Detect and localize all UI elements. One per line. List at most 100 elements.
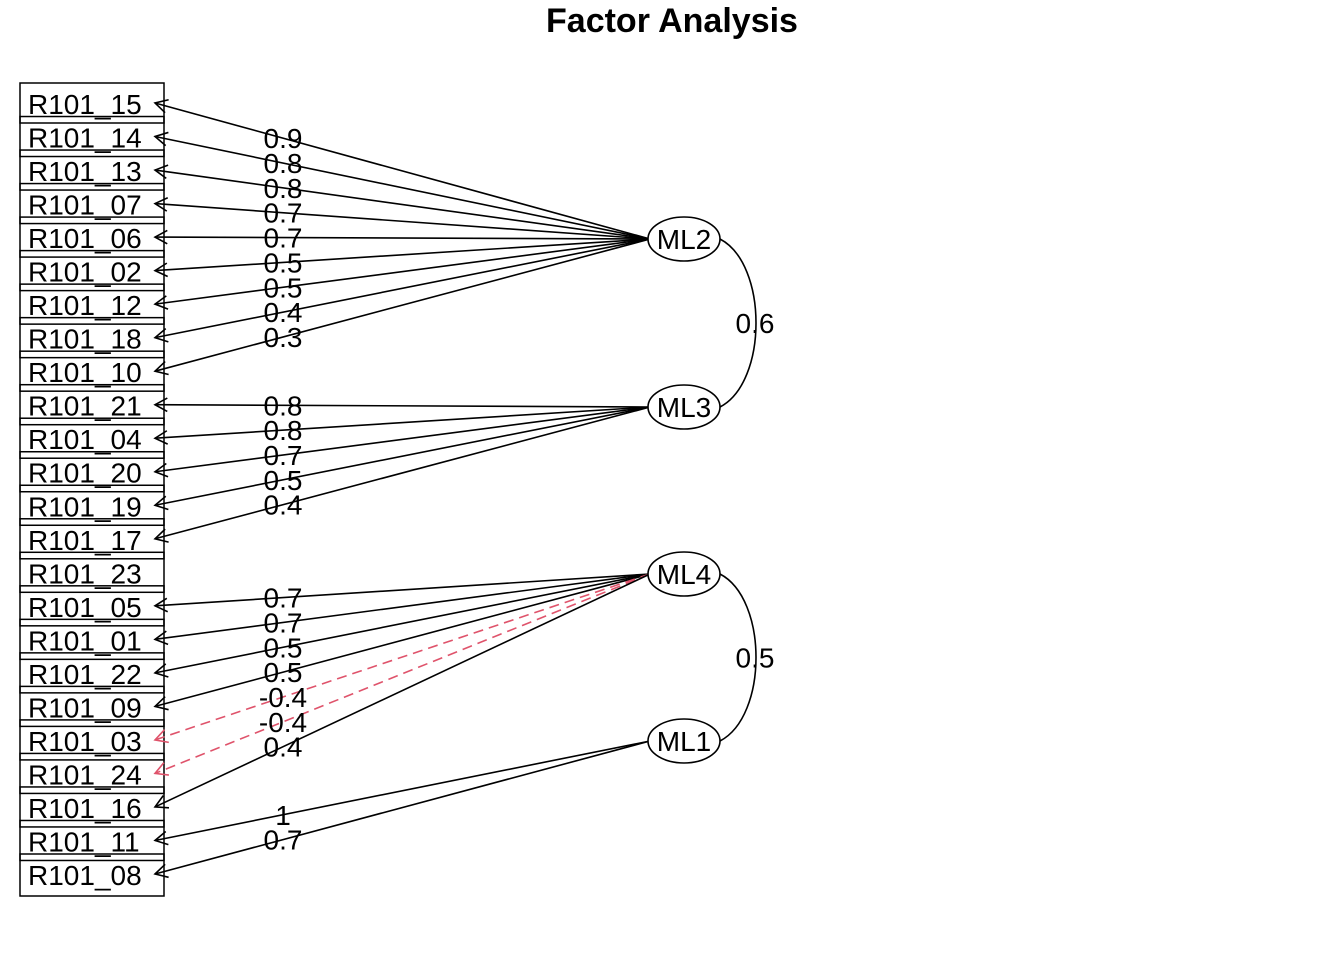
factor-ellipse bbox=[647, 384, 721, 430]
variable-box bbox=[19, 618, 165, 661]
factor-label: ML2 bbox=[657, 224, 711, 255]
variable-label: R101_11 bbox=[28, 826, 140, 857]
loading-edge: 0.9 bbox=[153, 99, 651, 240]
variable-label: R101_13 bbox=[28, 156, 142, 187]
loading-value: 0.5 bbox=[264, 465, 303, 496]
arrowhead-icon bbox=[153, 360, 169, 376]
variable-label: R101_09 bbox=[28, 692, 142, 723]
variable-node: R101_24 bbox=[19, 752, 165, 795]
loading-edge: 0.4 bbox=[153, 238, 651, 343]
variable-node: R101_23 bbox=[19, 551, 165, 594]
loading-line bbox=[154, 135, 651, 240]
factor-ellipse bbox=[647, 551, 721, 597]
loading-value: 0.8 bbox=[264, 148, 303, 179]
arrowhead-icon bbox=[153, 197, 169, 212]
variable-node: R101_22 bbox=[19, 652, 165, 694]
loading-value: 0.4 bbox=[264, 297, 303, 328]
loading-line bbox=[154, 573, 651, 808]
variable-box bbox=[19, 82, 165, 124]
arrowhead-icon bbox=[153, 328, 169, 343]
arrowhead-icon bbox=[153, 164, 169, 180]
arrowhead-icon bbox=[153, 528, 169, 543]
variable-node: R101_03 bbox=[19, 719, 165, 761]
arrowhead-icon bbox=[153, 696, 169, 711]
loading-value: 0.9 bbox=[264, 123, 303, 154]
variable-box bbox=[19, 652, 165, 694]
variable-label: R101_23 bbox=[28, 558, 142, 589]
loading-value: 0.4 bbox=[264, 490, 303, 521]
loading-edge: 0.8 bbox=[153, 390, 651, 421]
variable-label: R101_16 bbox=[28, 793, 142, 824]
factor-ellipse bbox=[647, 718, 721, 764]
variable-label: R101_21 bbox=[28, 391, 142, 422]
loading-edge: 0.7 bbox=[153, 740, 651, 879]
variable-box bbox=[19, 853, 165, 897]
loading-value: 0.7 bbox=[264, 440, 303, 471]
loading-edge: 0.7 bbox=[153, 406, 651, 478]
arrowhead-icon bbox=[153, 430, 169, 445]
factor-ellipse bbox=[647, 216, 721, 262]
variable-label: R101_04 bbox=[28, 424, 142, 455]
variable-node: R101_08 bbox=[19, 853, 165, 897]
loading-edge: 0.4 bbox=[153, 406, 651, 543]
variable-box bbox=[19, 283, 165, 325]
variable-node: R101_09 bbox=[19, 685, 165, 728]
variable-node: R101_02 bbox=[19, 249, 165, 292]
arrowhead-icon bbox=[153, 99, 169, 114]
factor-label: ML4 bbox=[657, 559, 711, 590]
loading-line bbox=[154, 238, 651, 372]
variable-node: R101_14 bbox=[19, 115, 165, 158]
variable-node: R101_17 bbox=[19, 518, 165, 560]
arrowhead-icon bbox=[153, 229, 168, 245]
variable-label: R101_18 bbox=[28, 324, 142, 355]
loading-line bbox=[154, 573, 651, 708]
loading-line bbox=[154, 406, 651, 540]
loading-value: 0.7 bbox=[264, 607, 303, 638]
loading-edge: 0.8 bbox=[153, 406, 651, 446]
loading-edge: 0.3 bbox=[153, 238, 651, 376]
arrowhead-icon bbox=[153, 630, 169, 646]
correlation-value: 0.6 bbox=[736, 308, 775, 339]
loading-line bbox=[154, 238, 651, 339]
variable-label: R101_02 bbox=[28, 257, 142, 288]
variable-label: R101_14 bbox=[28, 123, 142, 154]
variable-node: R101_12 bbox=[19, 283, 165, 325]
loading-value: 0.5 bbox=[264, 272, 303, 303]
variable-box bbox=[19, 484, 165, 527]
variable-label: R101_12 bbox=[28, 290, 142, 321]
loading-edge: 0.8 bbox=[153, 131, 651, 240]
variable-box bbox=[19, 752, 165, 795]
loading-value: 0.8 bbox=[264, 390, 303, 421]
arrowhead-icon bbox=[153, 863, 169, 879]
loading-edge: 0.5 bbox=[153, 238, 651, 278]
arrowhead-icon bbox=[153, 762, 169, 776]
variable-node: R101_01 bbox=[19, 618, 165, 661]
loading-line bbox=[154, 169, 651, 240]
loading-edge: 1 bbox=[153, 740, 651, 846]
loading-line bbox=[154, 573, 651, 607]
factor-node: ML3 bbox=[647, 384, 721, 430]
variable-label: R101_08 bbox=[28, 860, 142, 891]
correlation-arc bbox=[719, 573, 757, 742]
loading-line bbox=[154, 238, 651, 272]
loading-edge: 0.5 bbox=[153, 406, 651, 511]
variable-label: R101_22 bbox=[28, 659, 142, 690]
loading-value: 0.8 bbox=[264, 415, 303, 446]
loading-line bbox=[154, 403, 651, 408]
variable-node: R101_11 bbox=[19, 819, 165, 862]
variable-box bbox=[19, 149, 165, 191]
loading-value: 0.5 bbox=[264, 632, 303, 663]
variable-box bbox=[19, 518, 165, 560]
loading-value: 0.7 bbox=[264, 583, 303, 614]
arrowhead-icon bbox=[153, 495, 169, 511]
loading-edge: 0.5 bbox=[153, 238, 651, 310]
variable-label: R101_03 bbox=[28, 726, 142, 757]
loading-line bbox=[154, 740, 651, 842]
variable-box bbox=[19, 115, 165, 158]
variable-box bbox=[19, 685, 165, 728]
variable-label: R101_24 bbox=[28, 759, 142, 790]
loading-edge: 0.7 bbox=[153, 197, 651, 240]
factor-node: ML4 bbox=[647, 551, 721, 597]
loading-edge: 0.5 bbox=[153, 573, 651, 711]
